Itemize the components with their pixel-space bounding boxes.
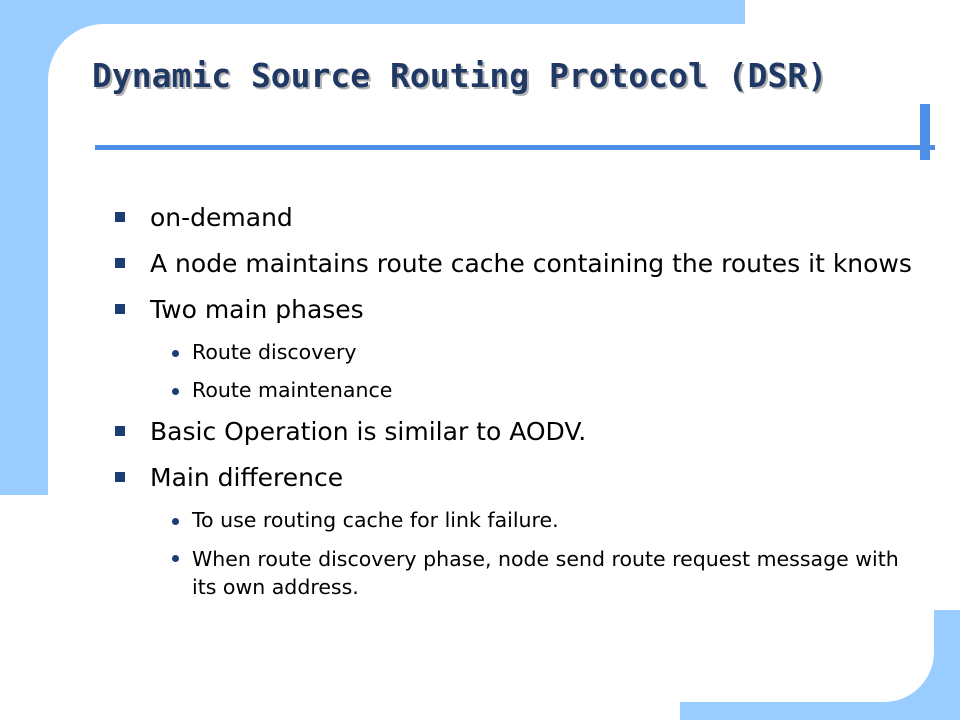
bullet-text: Main difference: [150, 463, 344, 492]
dot-bullet-icon: [172, 350, 179, 357]
square-bullet-icon: [115, 426, 125, 436]
bullet-text: Basic Operation is similar to AODV.: [150, 417, 587, 446]
top-frame-bar: [104, 0, 745, 24]
bottom-right-frame: [680, 610, 960, 720]
sub-bullet-item: Route maintenance: [112, 371, 912, 409]
slide-title: Dynamic Source Routing Protocol (DSR): [92, 56, 828, 95]
bullet-item: on-demand: [112, 195, 912, 241]
sub-bullet-item: When route discovery phase, node send ro…: [112, 539, 912, 605]
bullet-item: Two main phases: [112, 287, 912, 333]
sub-bullet-item: Route discovery: [112, 333, 912, 371]
dot-bullet-icon: [172, 555, 179, 562]
bullet-item: Main difference: [112, 455, 912, 501]
bullet-text: Route maintenance: [192, 378, 393, 402]
sub-bullet-item: To use routing cache for link failure.: [112, 501, 912, 539]
left-frame-bar: [0, 120, 48, 495]
bullet-text: Two main phases: [150, 295, 364, 324]
bullet-list: on-demand A node maintains route cache c…: [112, 195, 912, 605]
bullet-text: A node maintains route cache containing …: [150, 249, 912, 278]
square-bullet-icon: [115, 304, 125, 314]
dot-bullet-icon: [172, 518, 179, 525]
bullet-text: Route discovery: [192, 340, 357, 364]
square-bullet-icon: [115, 258, 125, 268]
title-underline: [95, 145, 935, 150]
bullet-text: on-demand: [150, 203, 293, 232]
bullet-text: To use routing cache for link failure.: [192, 508, 559, 532]
bullet-text: When route discovery phase, node send ro…: [192, 547, 899, 599]
dot-bullet-icon: [172, 388, 179, 395]
bullet-item: Basic Operation is similar to AODV.: [112, 409, 912, 455]
square-bullet-icon: [115, 472, 125, 482]
top-left-frame: [0, 0, 120, 120]
title-accent-bar: [920, 104, 930, 160]
square-bullet-icon: [115, 212, 125, 222]
bullet-item: A node maintains route cache containing …: [112, 241, 912, 287]
